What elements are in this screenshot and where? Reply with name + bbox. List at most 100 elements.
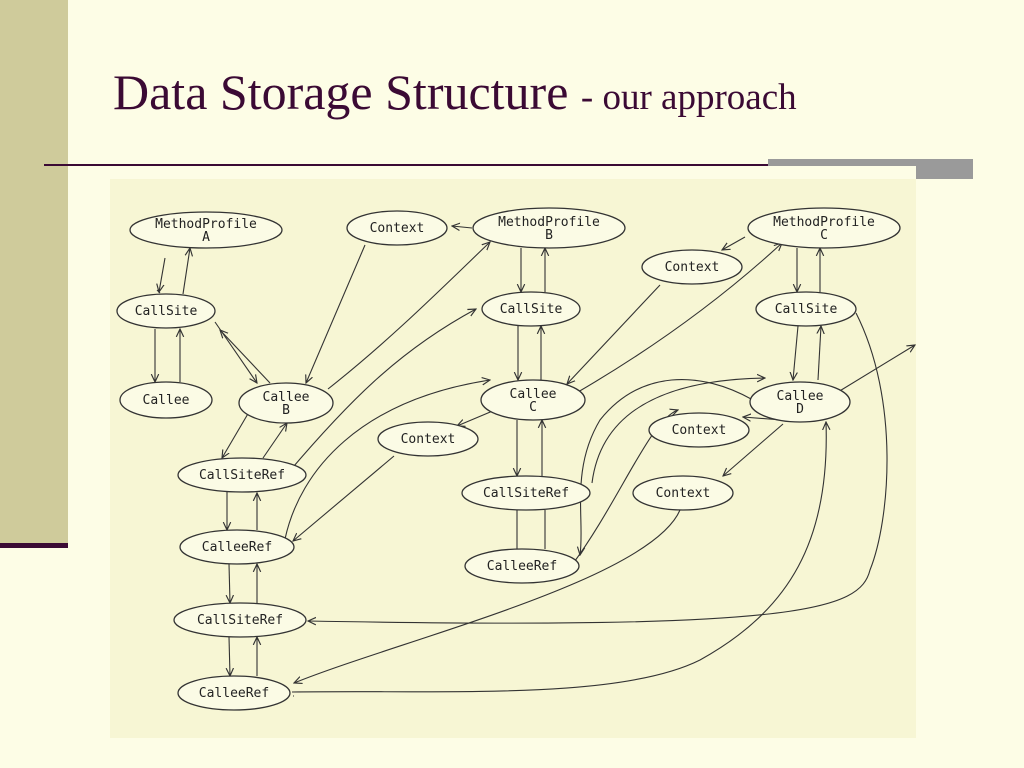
node-shape	[641, 249, 743, 285]
node-shape	[755, 291, 857, 327]
node-label: CalleeRef	[199, 686, 269, 701]
diagram-edge	[262, 423, 287, 459]
node-label: CallSiteRef	[199, 468, 285, 483]
diagram-node: CallSiteRef	[173, 602, 307, 638]
node-sublabel: B	[282, 403, 290, 418]
node-shape	[116, 293, 216, 329]
title-rule	[44, 164, 916, 166]
diagram-edge	[157, 257, 165, 293]
node-label: Callee	[143, 393, 190, 408]
node-shape	[377, 421, 479, 457]
node-shape	[480, 379, 586, 421]
node-shape	[632, 475, 734, 511]
node-label: CallSite	[775, 302, 838, 317]
diagram-edge	[327, 242, 490, 390]
diagram-node: Context	[641, 249, 743, 285]
node-label: CalleeRef	[202, 540, 272, 555]
node-shape	[179, 529, 295, 565]
diagram-node: CallSiteRef	[461, 475, 591, 511]
node-label: Context	[656, 486, 711, 501]
diagram-edge	[291, 422, 826, 693]
node-label: Context	[665, 260, 720, 275]
diagram-node: Context	[346, 210, 448, 246]
node-shape	[173, 602, 307, 638]
diagram-edge	[591, 378, 765, 484]
diagram-edges	[155, 226, 915, 697]
node-shape	[464, 548, 580, 584]
title-rule-accent	[768, 159, 973, 166]
node-shape	[747, 207, 901, 249]
diagram-node: CallSite	[481, 291, 581, 327]
left-accent-bar-foot	[0, 543, 68, 548]
diagram-edge	[457, 409, 496, 426]
diagram-edge	[294, 509, 681, 683]
diagram-edge	[567, 284, 661, 384]
diagram-node: CalleeRef	[179, 529, 295, 565]
node-shape	[129, 211, 283, 249]
node-shape	[177, 457, 307, 493]
node-sublabel: C	[820, 228, 828, 243]
diagram-edge	[287, 309, 476, 474]
node-label: Context	[401, 432, 456, 447]
node-label: MethodProfile	[498, 215, 600, 230]
diagram-edge	[793, 325, 799, 380]
diagram-edge	[308, 312, 888, 623]
diagram-node: Context	[632, 475, 734, 511]
node-shape	[119, 381, 213, 419]
diagram-edge	[293, 455, 395, 541]
diagram-edge	[229, 636, 230, 676]
node-shape	[461, 475, 591, 511]
node-sublabel: D	[796, 402, 804, 417]
diagram-node: CallSite	[755, 291, 857, 327]
node-shape	[238, 382, 334, 424]
diagram-node: Context	[648, 412, 750, 448]
left-accent-bar	[0, 0, 68, 545]
diagram-node: CallSiteRef	[177, 457, 307, 493]
node-label: Callee	[777, 389, 824, 404]
node-label: Callee	[263, 390, 310, 405]
diagram-edge	[818, 326, 821, 381]
diagram-edge	[577, 243, 782, 393]
node-sublabel: C	[529, 400, 537, 415]
node-label: Callee	[510, 387, 557, 402]
node-label: CallSiteRef	[483, 486, 569, 501]
node-shape	[749, 381, 851, 423]
slide-title-main: Data Storage Structure	[113, 64, 569, 120]
diagram-node: CalleeRef	[464, 548, 580, 584]
node-shape	[472, 207, 626, 249]
node-label: CallSite	[135, 304, 198, 319]
diagram-edge	[222, 411, 250, 458]
node-label: MethodProfile	[155, 217, 257, 232]
node-shape	[481, 291, 581, 327]
diagram-edge	[220, 330, 271, 384]
diagram-edge	[723, 423, 784, 476]
diagram-edge	[452, 226, 473, 228]
diagram-node: CalleeRef	[177, 675, 291, 711]
diagram-node: Callee	[119, 381, 213, 419]
diagram-node: CallSite	[116, 293, 216, 329]
node-label: Context	[672, 423, 727, 438]
node-shape	[648, 412, 750, 448]
node-label: CalleeRef	[487, 559, 557, 574]
diagram-edge	[580, 378, 754, 555]
diagram-node: Context	[377, 421, 479, 457]
diagram-edge	[722, 236, 746, 250]
node-label: MethodProfile	[773, 215, 875, 230]
diagram-edge	[306, 244, 366, 383]
title-rule-accent-block	[916, 166, 973, 179]
node-label: CallSiteRef	[197, 613, 283, 628]
node-label: CallSite	[500, 302, 563, 317]
node-sublabel: A	[202, 230, 210, 245]
slide-title-suffix: - our approach	[580, 77, 797, 118]
node-shape	[177, 675, 291, 711]
diagram-edge	[284, 380, 490, 540]
diagram-edge	[182, 248, 190, 295]
